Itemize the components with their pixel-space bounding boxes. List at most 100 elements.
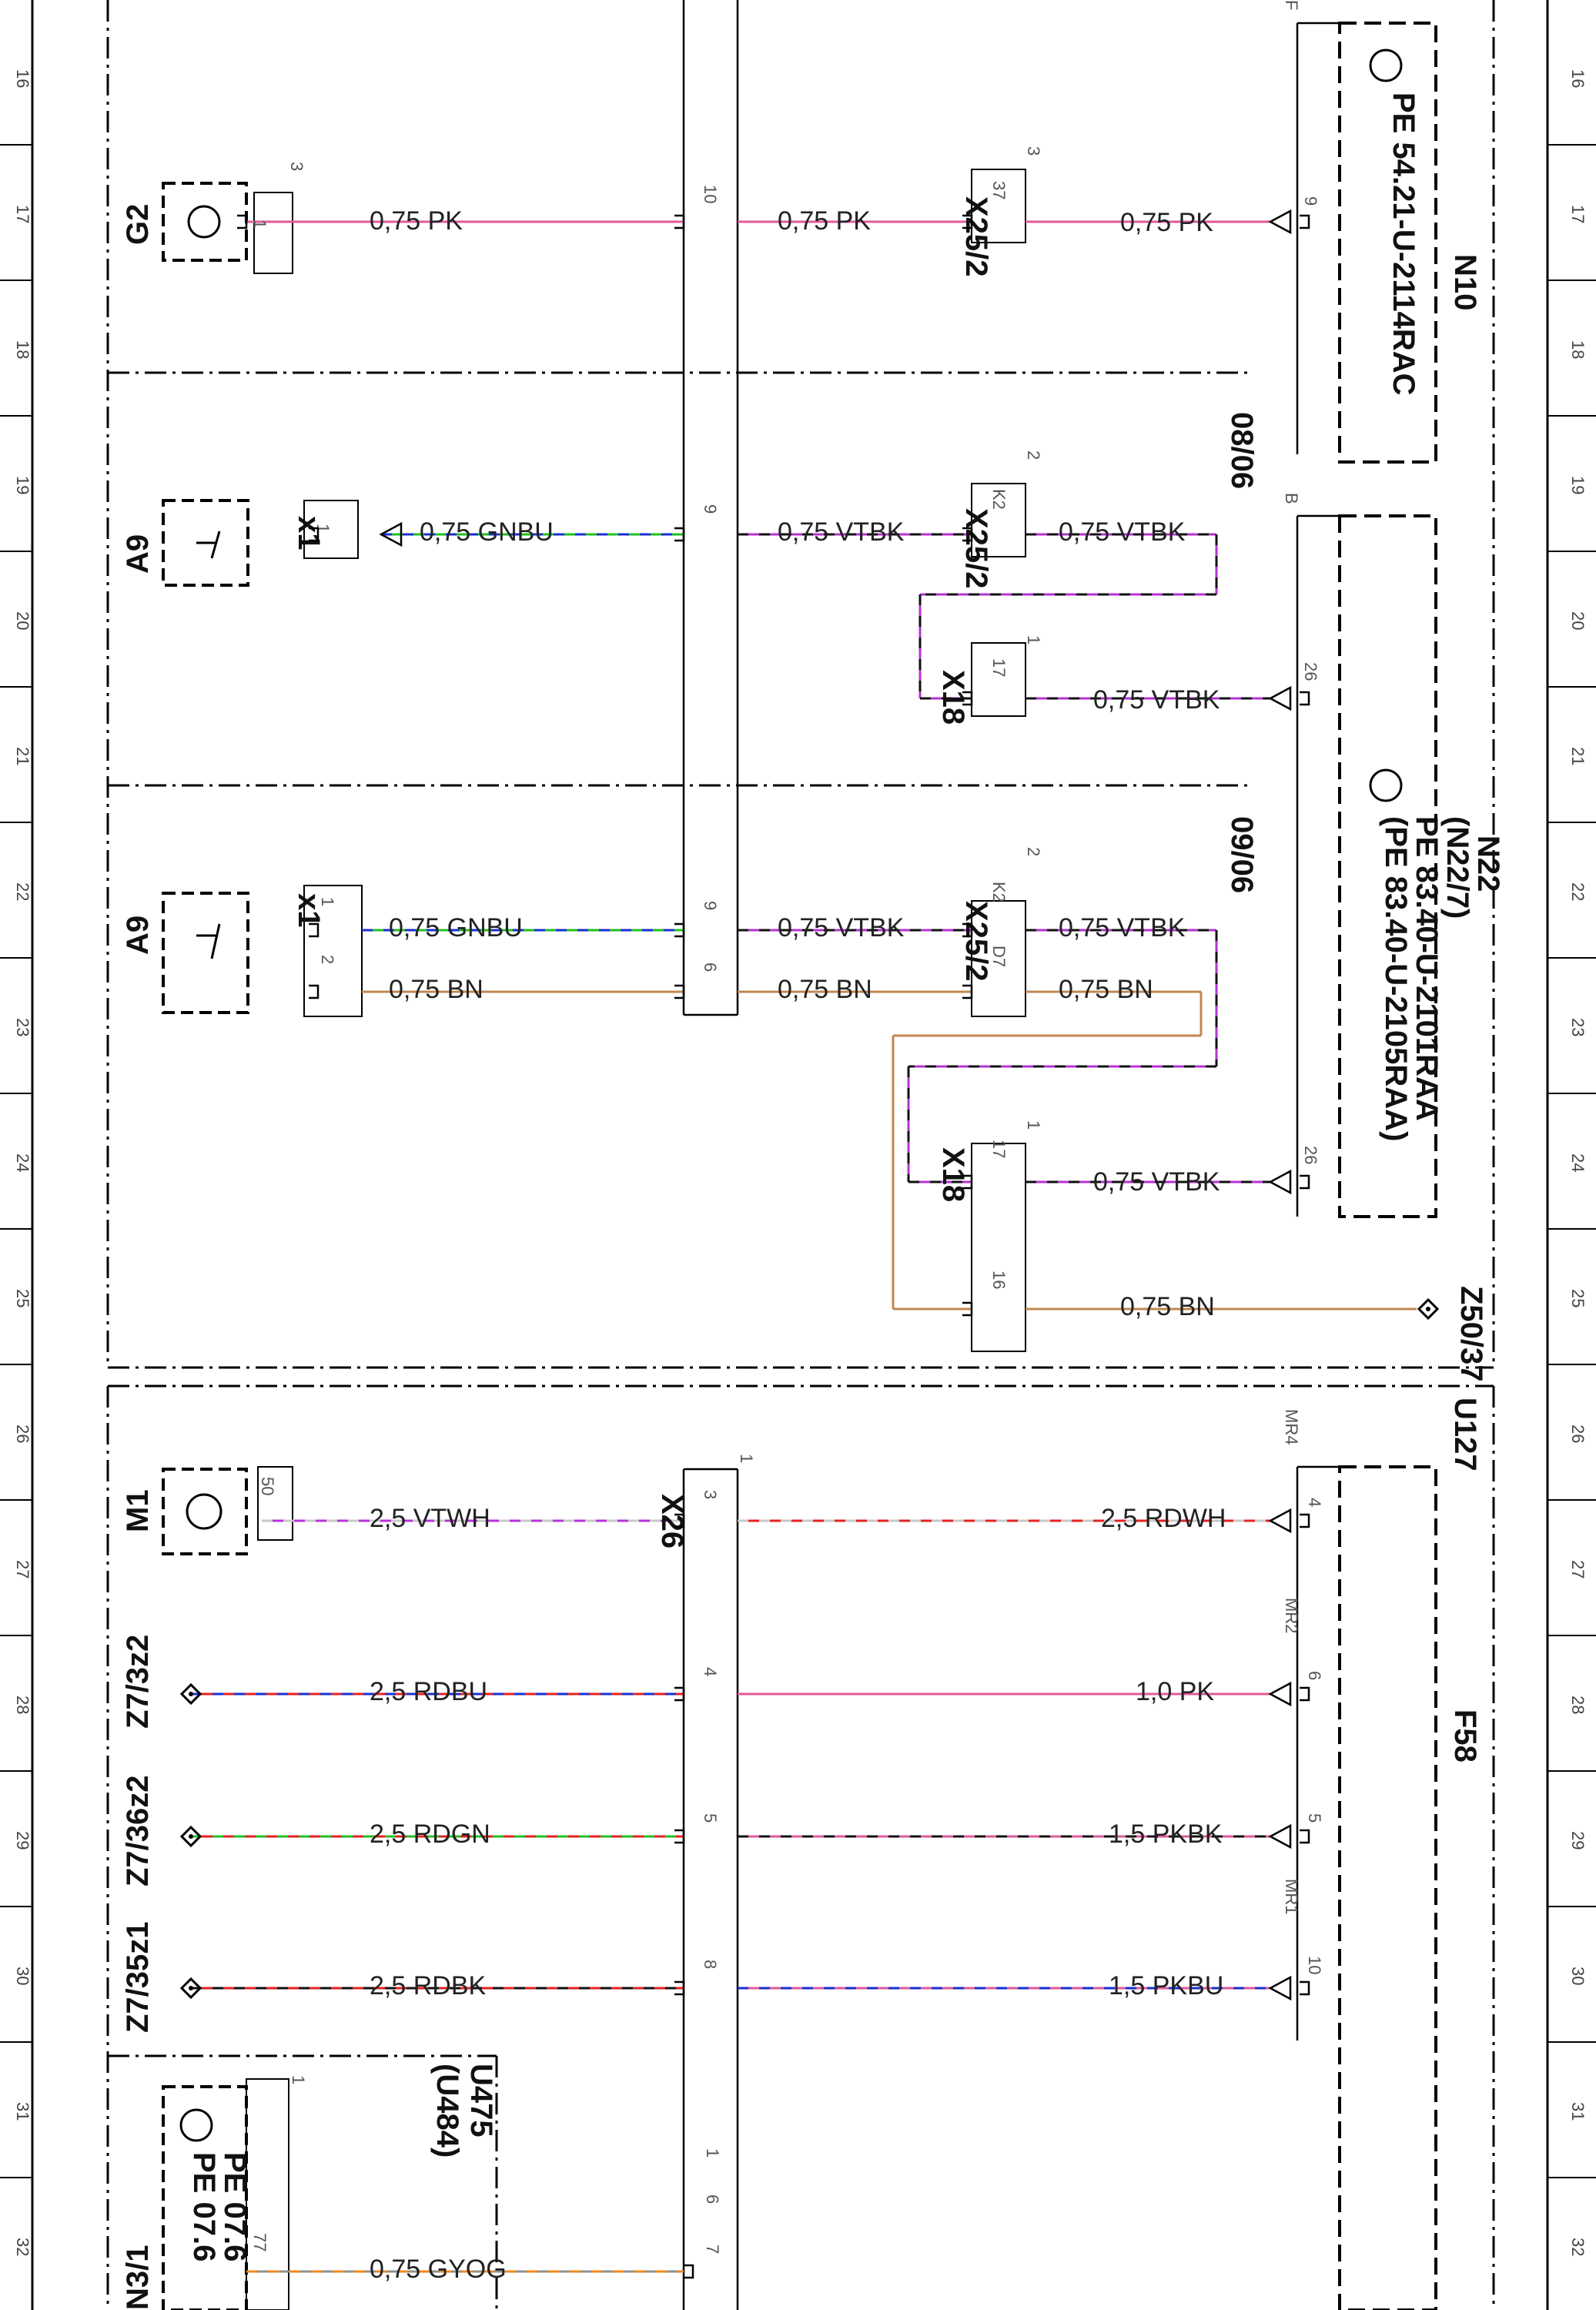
pin: MR1	[1282, 1879, 1301, 1914]
grid-number: 20	[13, 611, 32, 630]
pin: F	[1282, 0, 1301, 10]
pin-labels: 1 3 10 37 3 9 F 1 9 K2 2 17 1 26 B 1 2 9…	[250, 0, 1324, 2254]
grid-number: 21	[13, 747, 32, 765]
arrow	[1268, 685, 1292, 711]
wire-label: 1,0 PK	[1136, 1677, 1214, 1706]
terminal	[962, 691, 973, 706]
terminal-layer	[179, 209, 1440, 2279]
arrow	[1268, 1975, 1292, 2001]
u484-label: (U484)	[430, 2064, 464, 2158]
wire-label: 0,75 BN	[778, 975, 872, 1004]
pin: 5	[701, 1813, 720, 1823]
wire-label: 0,75 VTBK	[1059, 517, 1186, 547]
grid-number: 16	[1568, 69, 1588, 88]
grid-number: 27	[1568, 1560, 1588, 1578]
pin: 1	[1024, 1120, 1043, 1130]
x1-label: x1	[292, 516, 326, 551]
pin: 26	[1301, 1146, 1320, 1164]
terminal	[1300, 1980, 1310, 1996]
pin: 1	[737, 1454, 756, 1463]
grid-number: 30	[13, 1967, 32, 1985]
grid-number: 17	[13, 205, 32, 223]
ground-diamond	[179, 1977, 202, 2000]
pin: 4	[1305, 1498, 1324, 1507]
wire-label: 0,75 PK	[1120, 208, 1213, 237]
ground-dot	[189, 1692, 193, 1696]
terminal	[674, 1686, 685, 1702]
m1-label: M1	[121, 1489, 155, 1532]
pin: MR2	[1282, 1598, 1301, 1633]
ground-dot	[189, 1834, 193, 1839]
a9-label: A9	[121, 916, 155, 955]
section-borders	[106, 0, 1495, 2310]
grid-number: 25	[13, 1289, 32, 1307]
pin: 9	[1301, 196, 1320, 206]
wire-label: 2,5 RDGN	[370, 1820, 490, 1849]
ref-z7-3z2: Z7/3z2	[121, 1635, 155, 1729]
terminal	[962, 984, 973, 999]
terminal	[962, 527, 973, 542]
module-dash-boxes	[1338, 22, 1437, 2310]
pin: B	[1282, 493, 1301, 504]
grid-number: 30	[1568, 1967, 1588, 1985]
wire-label: 2,5 RDBK	[370, 1971, 486, 2000]
wire-label: 0,75 BN	[1120, 1292, 1215, 1321]
terminal	[237, 214, 248, 229]
pin: 1	[1024, 635, 1043, 644]
x1-label: x1	[292, 893, 326, 928]
ref-z7-35z1: Z7/35z1	[121, 1921, 155, 2033]
grid-number: 19	[13, 476, 32, 494]
ref-z50: Z50/37	[1454, 1286, 1488, 1382]
wire-layer	[191, 220, 1417, 2273]
ref-0906: 09/06	[1225, 816, 1259, 893]
wire-label: 0,75 VTBK	[1093, 1167, 1220, 1197]
n3-label: N3/1	[121, 2245, 155, 2310]
grid-number: 22	[1568, 882, 1588, 901]
g2-label: G2	[121, 204, 155, 245]
grid-number: 22	[13, 882, 32, 901]
arrow	[1268, 1823, 1292, 1850]
pin: MR4	[1282, 1409, 1301, 1445]
arrow	[1268, 209, 1292, 235]
terminal	[1300, 1686, 1310, 1702]
grid-number: 18	[13, 340, 32, 359]
pin: 6	[703, 2194, 722, 2204]
terminal	[962, 214, 973, 229]
grid-number: 31	[13, 2102, 32, 2121]
wire-label: 2,5 RDWH	[1101, 1504, 1226, 1533]
grid-number: 28	[13, 1696, 32, 1714]
u475-ref1: PE 07.6	[218, 2152, 252, 2261]
wire-label: 0,75 GNBU	[420, 517, 554, 547]
pin: K2	[989, 489, 1009, 510]
wire-label: 0,75 PK	[370, 206, 463, 236]
terminal	[674, 1980, 685, 1996]
pin: 1	[318, 897, 337, 906]
pin: 2	[1024, 847, 1043, 856]
arrow	[1268, 1169, 1292, 1195]
pin: 3	[287, 162, 306, 171]
wire-label: 0,75 VTBK	[778, 517, 905, 547]
pin: 17	[989, 1140, 1009, 1158]
connector-housings	[246, 169, 1026, 2310]
x26-connector	[682, 0, 739, 2310]
n10-ref: PE 54.21-U-2114RAC	[1387, 92, 1420, 396]
pin: 10	[1305, 1956, 1324, 1974]
pin: 2	[1024, 450, 1043, 460]
n22-ref1: PE 83.40-U-2101RAA	[1410, 816, 1444, 1121]
grid-number: 32	[1568, 2238, 1588, 2256]
grid-number: 29	[13, 1831, 32, 1850]
terminal	[1300, 1513, 1310, 1528]
component-icons	[179, 49, 1403, 2142]
grid-number: 28	[1568, 1696, 1588, 1714]
pin: 4	[701, 1667, 720, 1676]
u127-label: U127	[1448, 1398, 1482, 1471]
grid-number: 18	[1568, 340, 1588, 359]
grid-number: 31	[1568, 2102, 1588, 2121]
arrow	[379, 521, 403, 547]
ref-0806: 08/06	[1225, 412, 1259, 489]
grid-number: 17	[1568, 205, 1588, 223]
component-symbols	[162, 182, 249, 2310]
wire-label: 1,5 PKBU	[1109, 1971, 1223, 2000]
terminal	[309, 527, 320, 542]
grid-number: 32	[13, 2238, 32, 2256]
